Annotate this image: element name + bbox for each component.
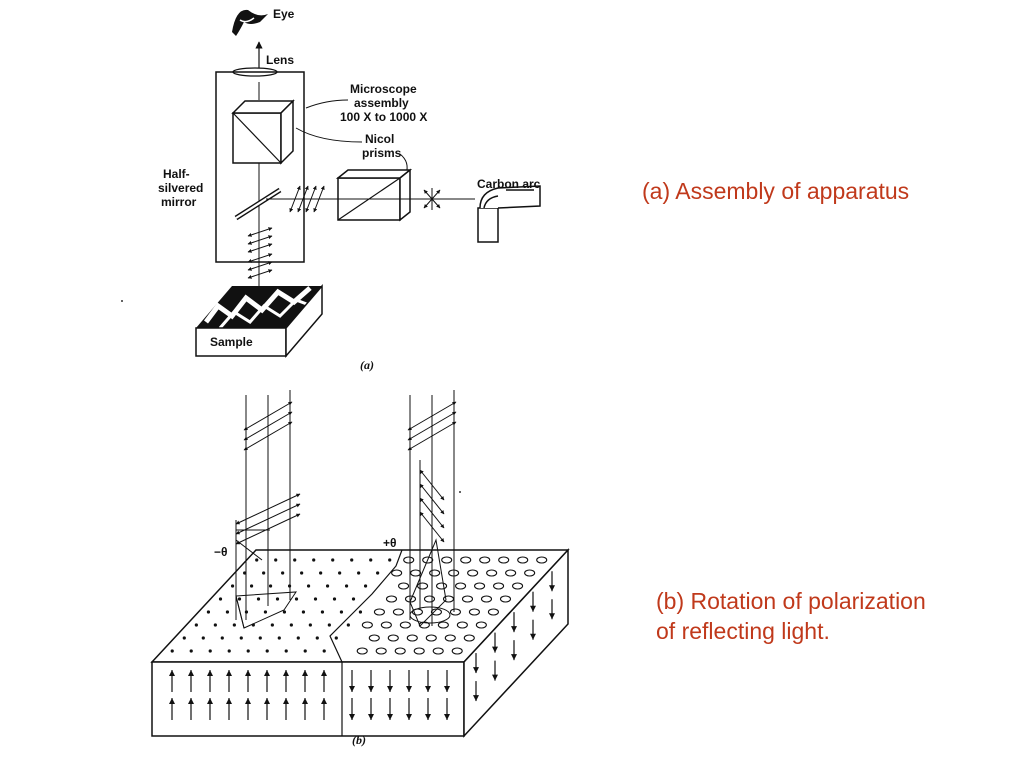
right-domain-circles xyxy=(356,556,548,655)
down-arrows xyxy=(349,571,555,720)
sample-label: Sample xyxy=(210,335,253,349)
domain-wall xyxy=(329,549,403,663)
up-arrows xyxy=(169,670,327,720)
panel-b-label: (b) xyxy=(352,733,366,747)
caption-a: (a) Assembly of apparatus xyxy=(642,176,909,206)
sample-block xyxy=(195,283,323,359)
half-label-3: mirror xyxy=(161,195,197,209)
nicol-label-2: prisms xyxy=(362,146,402,160)
polarization-arrows-h xyxy=(289,185,325,213)
caption-b-line1: (b) Rotation of polarization xyxy=(656,588,926,614)
block-right-face xyxy=(463,548,569,738)
caption-b-line2: of reflecting light. xyxy=(656,618,830,644)
plus-theta-label: +θ xyxy=(383,536,397,550)
panel-a-label: (a) xyxy=(360,358,374,372)
carbon-arc-label: Carbon arc xyxy=(477,177,541,191)
half-label-1: Half- xyxy=(163,167,190,181)
minus-theta-label: −θ xyxy=(214,545,228,559)
nicol-label-1: Nicol xyxy=(365,132,394,146)
left-domain-dots xyxy=(170,558,392,653)
caption-a-text: (a) Assembly of apparatus xyxy=(642,178,910,204)
carbon-arc-lamp xyxy=(477,185,541,243)
unpolarized-light-icon xyxy=(423,188,441,210)
microscope-label-3: 100 X to 1000 X xyxy=(340,110,427,124)
half-label-2: silvered xyxy=(158,181,203,195)
eye-icon xyxy=(232,9,268,36)
block-front-face xyxy=(151,661,465,737)
nicol-leader-1 xyxy=(295,127,363,143)
analyzer-prism xyxy=(231,99,295,165)
caption-b: (b) Rotation of polarization of reflecti… xyxy=(656,586,926,646)
polarization-arrows-v xyxy=(247,227,273,279)
microscope-leader xyxy=(305,99,349,109)
right-beam-polarization xyxy=(407,401,457,610)
left-beam-polarization xyxy=(235,401,301,561)
lens-label: Lens xyxy=(266,53,294,67)
eye-label: Eye xyxy=(273,7,295,21)
microscope-label-1: Microscope xyxy=(350,82,417,96)
microscope-label-2: assembly xyxy=(354,96,409,110)
